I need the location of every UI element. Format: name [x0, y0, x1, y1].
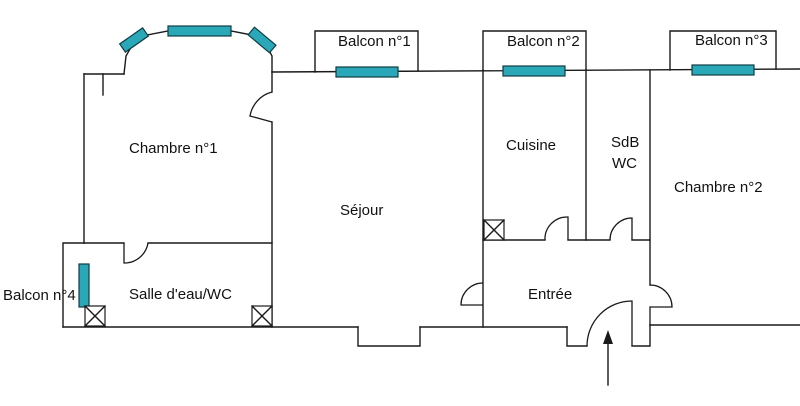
window-balcon1 — [335, 66, 399, 78]
door-sdb — [609, 217, 633, 241]
windows — [78, 25, 755, 308]
balcony-outlines — [314, 30, 777, 73]
label-balcon1: Balcon n°1 — [338, 33, 411, 50]
vent-salle-eau — [251, 305, 273, 327]
label-entree: Entrée — [528, 286, 572, 303]
label-balcon2: Balcon n°2 — [507, 33, 580, 50]
vent-balcon4 — [84, 305, 106, 327]
door-entrance-main — [586, 300, 633, 347]
label-sdb: SdB — [611, 134, 639, 151]
label-cuisine: Cuisine — [506, 137, 556, 154]
labels: Chambre n°1 Chambre n°2 Séjour Cuisine S… — [3, 32, 768, 304]
door-chambre1 — [249, 91, 273, 123]
vent-cuisine — [483, 219, 505, 241]
label-wc: WC — [612, 155, 637, 172]
window-bay-left — [118, 27, 150, 53]
entrance-arrow — [603, 330, 613, 386]
doors — [123, 91, 673, 347]
vents — [84, 219, 505, 327]
label-balcon3: Balcon n°3 — [695, 32, 768, 49]
label-chambre2: Chambre n°2 — [674, 179, 763, 196]
door-salle-eau — [123, 242, 149, 264]
interior-walls — [62, 69, 651, 328]
window-balcon3 — [691, 64, 755, 76]
window-bay-right — [247, 26, 277, 54]
door-chambre2 — [649, 284, 673, 325]
window-balcon4 — [78, 263, 90, 308]
label-sejour: Séjour — [340, 202, 383, 219]
label-balcon4: Balcon n°4 — [3, 287, 76, 304]
window-balcon2 — [502, 65, 566, 77]
window-bay-center — [167, 25, 232, 37]
label-chambre1: Chambre n°1 — [129, 140, 218, 157]
door-entree-left — [460, 282, 484, 306]
label-salle-eau: Salle d'eau/WC — [129, 286, 232, 303]
door-cuisine — [544, 216, 569, 241]
